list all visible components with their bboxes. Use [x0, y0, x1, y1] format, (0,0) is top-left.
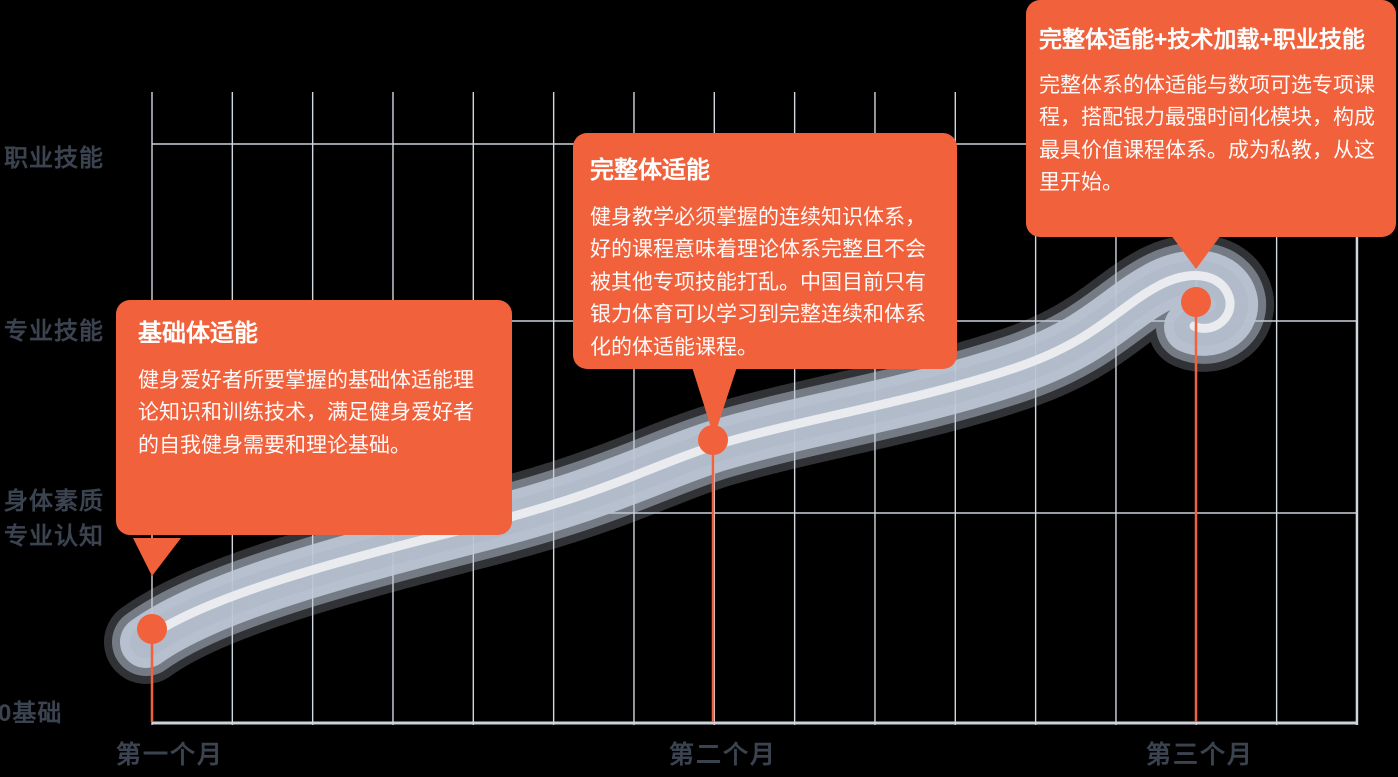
y-axis-label-zero-base: 0基础: [0, 700, 63, 727]
curve-band: [104, 234, 1274, 684]
callout-career-skill: 完整体适能+技术加载+职业技能 完整体系的体适能与数项可选专项课程，搭配银力最强…: [1026, 0, 1396, 237]
callout-body: 健身教学必须掌握的连续知识体系，好的课程意味着理论体系完整且不会被其他专项技能打…: [590, 205, 926, 359]
callout-complete-fitness: 完整体适能 健身教学必须掌握的连续知识体系，好的课程意味着理论体系完整且不会被其…: [573, 133, 957, 369]
y-axis-label-pro-skill: 专业技能: [4, 318, 104, 345]
callout-title: 完整体适能+技术加载+职业技能: [1039, 26, 1365, 52]
y-axis-label-pro-cognition: 专业认知: [4, 523, 104, 550]
y-axis-label-career-skill: 职业技能: [4, 145, 104, 172]
callout-tails: [133, 235, 1221, 576]
x-axis-label-month-2: 第二个月: [668, 741, 778, 769]
callout-basic-fitness: 基础体适能 健身爱好者所要掌握的基础体适能理论知识和训练技术，满足健身爱好者的自…: [116, 300, 512, 535]
x-axis-label-month-1: 第一个月: [115, 741, 225, 769]
callout-body: 完整体系的体适能与数项可选专项课程，搭配银力最强时间化模块，构成最具价值课程体系…: [1039, 73, 1375, 195]
milestone-markers: [137, 287, 1211, 722]
callout-title: 完整体适能: [590, 157, 710, 184]
callout-title: 基础体适能: [138, 320, 258, 347]
callout-body: 健身爱好者所要掌握的基础体适能理论知识和训练技术，满足健身爱好者的自我健身需要和…: [138, 368, 474, 457]
x-axis-label-month-3: 第三个月: [1145, 741, 1255, 769]
y-axis-label-fitness-quality: 身体素质: [4, 488, 104, 515]
